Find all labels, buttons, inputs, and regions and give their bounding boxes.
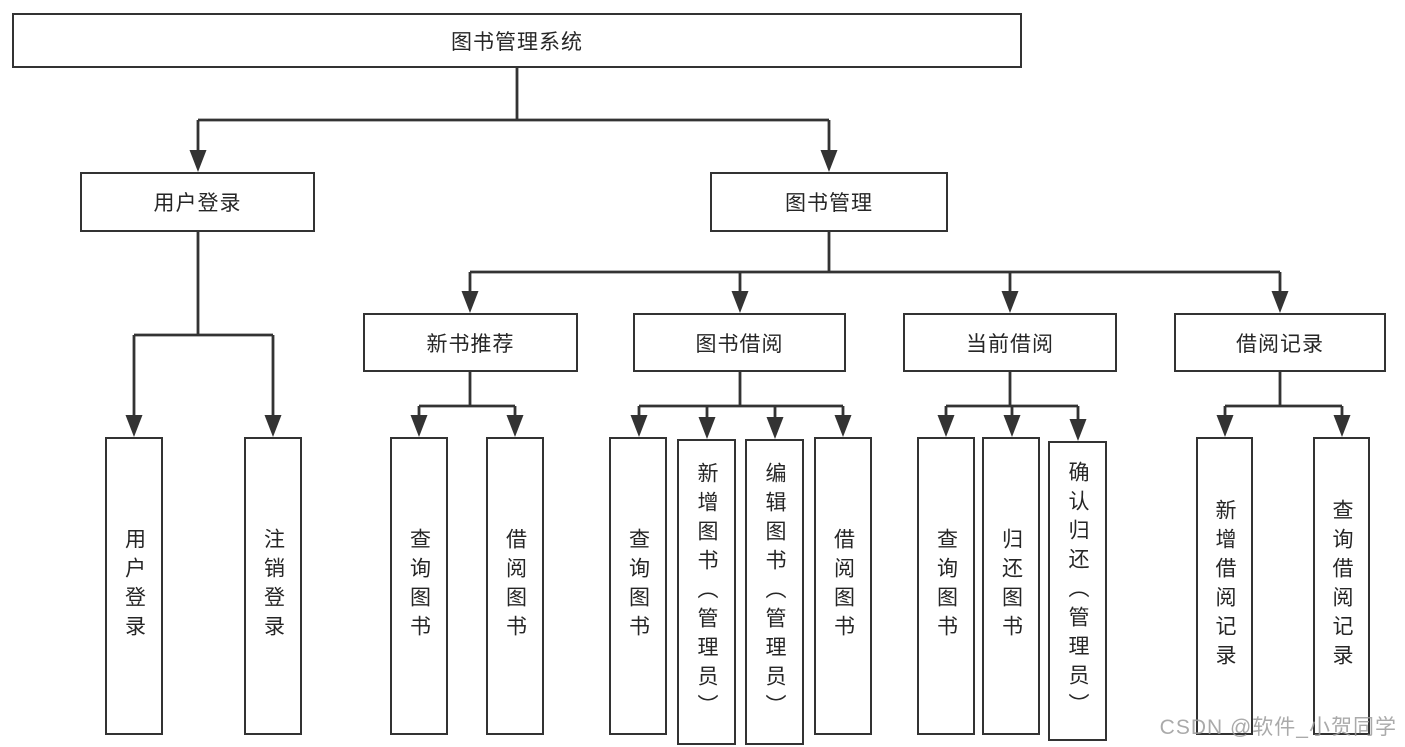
node-book-borrowing: 图书借阅 [633,313,846,372]
leaf-query-books-current-label: 查询图书 [934,528,958,644]
node-new-book-recommend-label: 新书推荐 [426,332,515,356]
node-book-management-label: 图书管理 [785,192,873,215]
leaf-user-login-label: 用户登录 [122,528,146,644]
node-book-management: 图书管理 [710,172,948,232]
leaf-add-borrow-record: 新增借阅记录 [1196,437,1253,735]
node-new-book-recommend: 新书推荐 [363,313,578,372]
leaf-edit-books-admin-label: 编辑图书（管理员） [763,461,786,723]
node-current-borrowing: 当前借阅 [903,313,1117,372]
node-book-borrowing-label: 图书借阅 [695,332,784,356]
leaf-edit-books-admin: 编辑图书（管理员） [745,439,804,745]
node-user-login-label: 用户登录 [153,192,242,215]
leaf-add-borrow-record-label: 新增借阅记录 [1213,499,1236,673]
node-borrowing-records-label: 借阅记录 [1236,332,1324,356]
leaf-logout: 注销登录 [244,437,302,735]
node-library-system-label: 图书管理系统 [451,30,583,54]
leaf-add-books-admin-label: 新增图书（管理员） [695,461,718,723]
node-user-login: 用户登录 [80,172,315,232]
leaf-return-books: 归还图书 [982,437,1040,735]
leaf-borrow-books-label: 借阅图书 [831,528,855,644]
node-current-borrowing-label: 当前借阅 [966,332,1054,356]
node-library-system: 图书管理系统 [12,13,1022,68]
leaf-query-books-borrowing-label: 查询图书 [626,528,650,644]
leaf-add-books-admin: 新增图书（管理员） [677,439,736,745]
leaf-borrow-books: 借阅图书 [814,437,872,735]
leaf-user-login: 用户登录 [105,437,163,735]
leaf-query-books-recommend: 查询图书 [390,437,448,735]
leaf-logout-label: 注销登录 [261,528,285,644]
leaf-query-books-current: 查询图书 [917,437,975,735]
leaf-borrow-books-recommend-label: 借阅图书 [503,528,527,644]
leaf-return-books-label: 归还图书 [999,528,1023,644]
leaf-borrow-books-recommend: 借阅图书 [486,437,544,735]
leaf-confirm-return-admin: 确认归还（管理员） [1048,441,1107,741]
leaf-query-borrow-record-label: 查询借阅记录 [1330,499,1353,673]
node-borrowing-records: 借阅记录 [1174,313,1386,372]
watermark: CSDN @软件_小贺同学 [1159,716,1397,739]
leaf-query-books-recommend-label: 查询图书 [407,528,431,644]
leaf-query-books-borrowing: 查询图书 [609,437,667,735]
leaf-confirm-return-admin-label: 确认归还（管理员） [1066,460,1089,722]
leaf-query-borrow-record: 查询借阅记录 [1313,437,1370,735]
